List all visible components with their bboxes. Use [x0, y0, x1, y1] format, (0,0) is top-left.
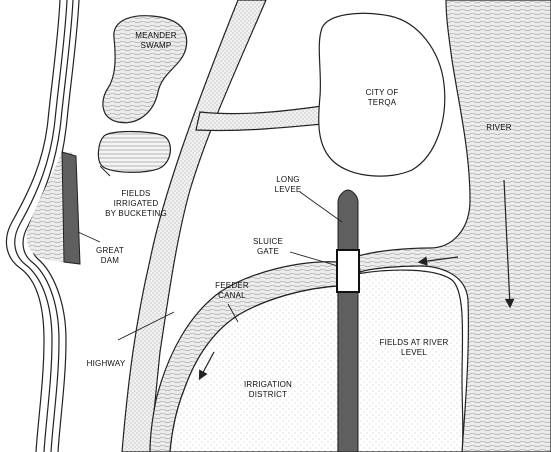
label-meander-swamp-line: SWAMP [141, 41, 172, 50]
irrigation-district [169, 285, 339, 452]
label-river: RIVER [486, 123, 511, 132]
label-feeder-canal-line: CANAL [218, 291, 246, 300]
city-terqa [318, 12, 446, 177]
label-fields-bucketing-line: IRRIGATED [114, 199, 159, 208]
meander-swamp [102, 15, 188, 124]
label-fields-bucketing-line: FIELDS [121, 189, 150, 198]
label-irrigation-district-line: IRRIGATION [244, 380, 292, 389]
fields-bucketing [97, 130, 171, 173]
label-long-levee-line: LONG [276, 175, 299, 184]
great-dam [61, 151, 81, 265]
label-meander-swamp-line: MEANDER [135, 31, 176, 40]
label-sluice-gate-line: SLUICE [253, 237, 283, 246]
label-great-dam-line: DAM [101, 256, 120, 265]
label-river-line: RIVER [486, 123, 511, 132]
label-highway-line: HIGHWAY [87, 359, 126, 368]
label-long-levee-line: LEVEE [275, 185, 302, 194]
diversion-flow-arrow [417, 256, 459, 266]
leader-lines [77, 165, 343, 341]
label-highway: HIGHWAY [87, 359, 126, 368]
river [357, 0, 551, 452]
sluice-gate [336, 249, 360, 293]
flow-arrows [198, 179, 515, 381]
label-feeder-canal-line: FEEDER [215, 281, 249, 290]
label-sluice-gate-line: GATE [257, 247, 279, 256]
label-city-terqa-line: TERQA [368, 98, 397, 107]
long-levee [337, 189, 359, 452]
label-irrigation-district-line: DISTRICT [249, 390, 288, 399]
river-flow-arrow [503, 179, 515, 309]
label-great-dam-line: GREAT [96, 246, 124, 255]
highway [121, 0, 323, 452]
dam-reservoir [26, 152, 72, 262]
fields-river-level [355, 269, 464, 452]
label-fields-river-level-line: LEVEL [401, 348, 427, 357]
label-fields-river-level-line: FIELDS AT RIVER [380, 338, 449, 347]
canal-flow-arrow [198, 351, 215, 381]
label-city-terqa-line: CITY OF [366, 88, 399, 97]
label-fields-bucketing-line: BY BUCKETING [105, 209, 167, 218]
